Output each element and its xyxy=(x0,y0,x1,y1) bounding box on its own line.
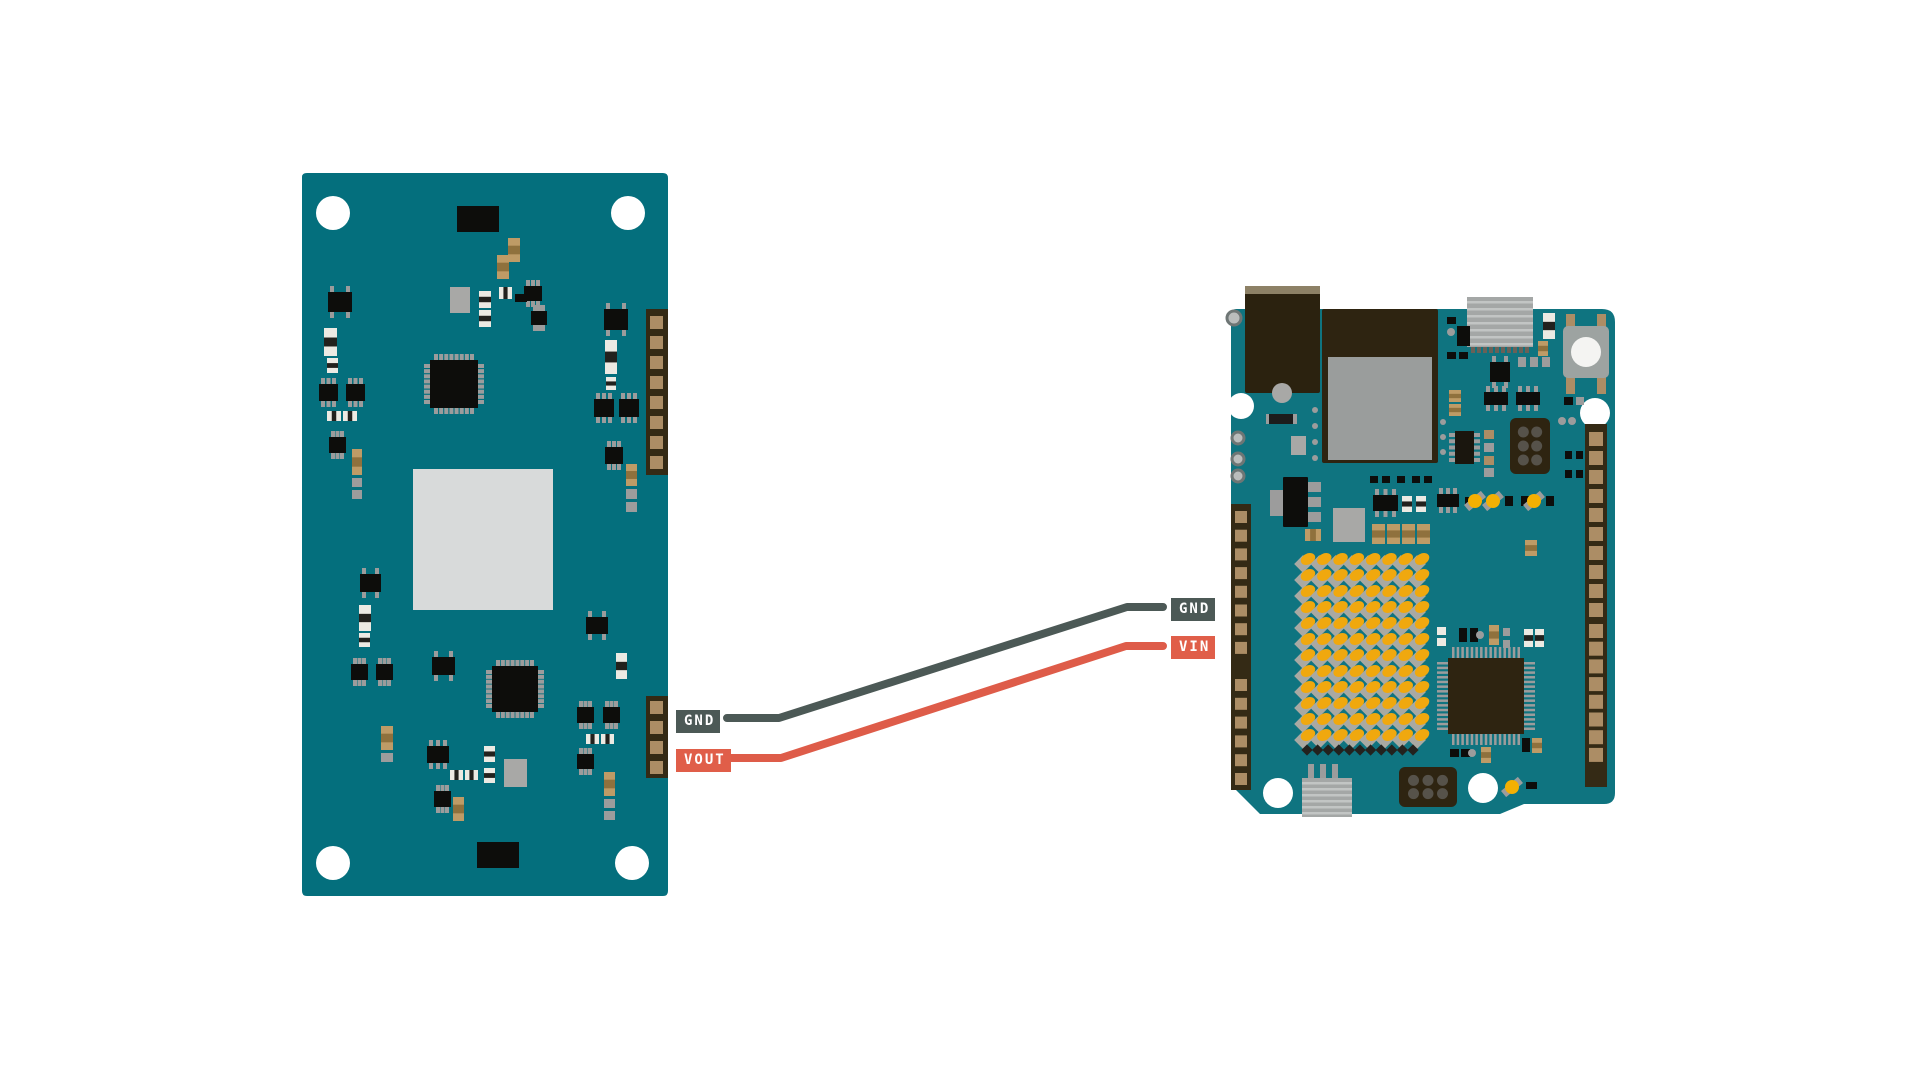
wires xyxy=(723,603,1167,762)
sensor-board xyxy=(302,173,668,896)
vout-vin-wire xyxy=(723,642,1167,762)
label-right-gnd: GND xyxy=(1171,598,1216,621)
arduino-board xyxy=(1225,286,1615,817)
label-left-gnd: GND xyxy=(676,710,721,733)
label-right-vin: VIN xyxy=(1171,636,1216,659)
label-left-vout: VOUT xyxy=(676,749,731,772)
gnd-wire xyxy=(723,603,1167,722)
